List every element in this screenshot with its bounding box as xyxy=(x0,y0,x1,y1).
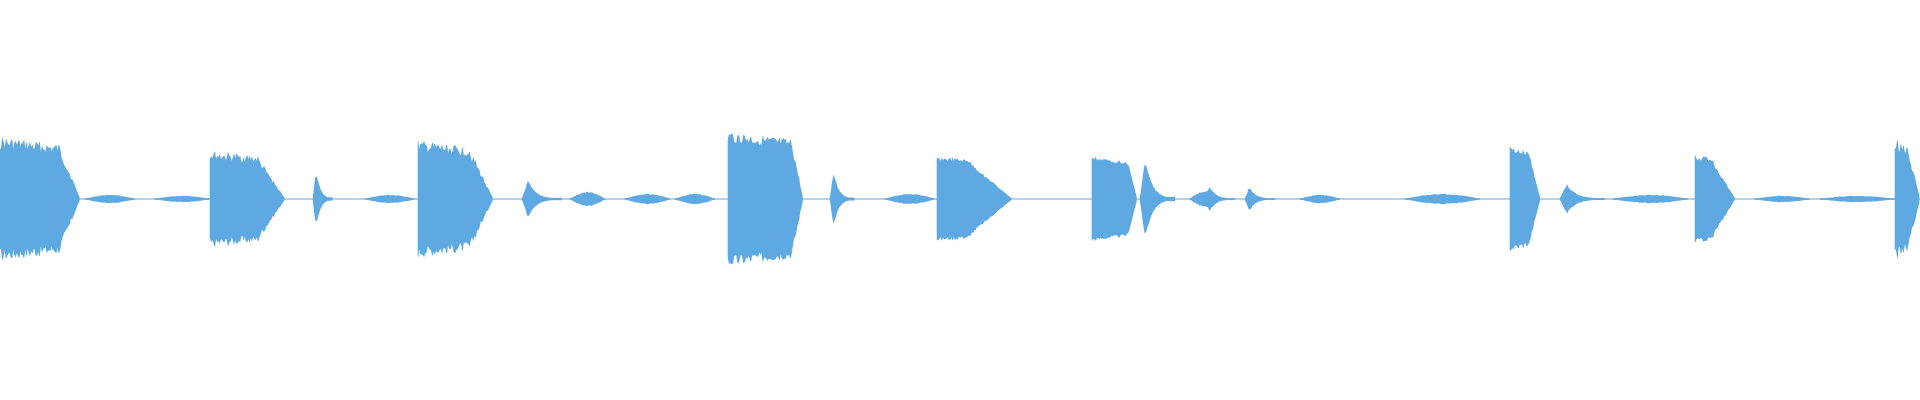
waveform-hit xyxy=(521,181,562,217)
waveform-hit xyxy=(1509,147,1541,251)
waveform-hit xyxy=(884,193,935,205)
waveform-hit xyxy=(1091,156,1137,242)
waveform-hit xyxy=(1694,155,1735,243)
waveform-hit xyxy=(0,138,80,260)
waveform-hit xyxy=(312,176,333,222)
waveform-hit xyxy=(936,157,1012,241)
waveform-hit xyxy=(1244,188,1276,210)
waveform-hit xyxy=(569,191,606,207)
waveform-hit xyxy=(727,133,803,265)
waveform-hit xyxy=(1139,164,1176,234)
waveform-hit xyxy=(1204,187,1236,211)
waveform-hit xyxy=(364,194,415,204)
waveform-hit xyxy=(829,175,855,223)
waveform-hit xyxy=(1754,195,1810,203)
waveform-hit xyxy=(624,193,670,205)
waveform-hit xyxy=(1404,193,1480,205)
waveform-hit xyxy=(1299,194,1340,204)
waveform-hit xyxy=(674,193,715,205)
waveform-hit xyxy=(1899,193,1920,205)
waveform-hit xyxy=(1559,184,1605,214)
waveform-hit xyxy=(417,140,493,258)
waveform-hit xyxy=(209,151,285,247)
waveform-hit xyxy=(154,195,210,203)
waveform-hit xyxy=(1819,195,1895,203)
waveform-hit xyxy=(84,194,135,204)
waveform-hit xyxy=(1612,194,1688,204)
waveform-segments xyxy=(0,133,1920,265)
